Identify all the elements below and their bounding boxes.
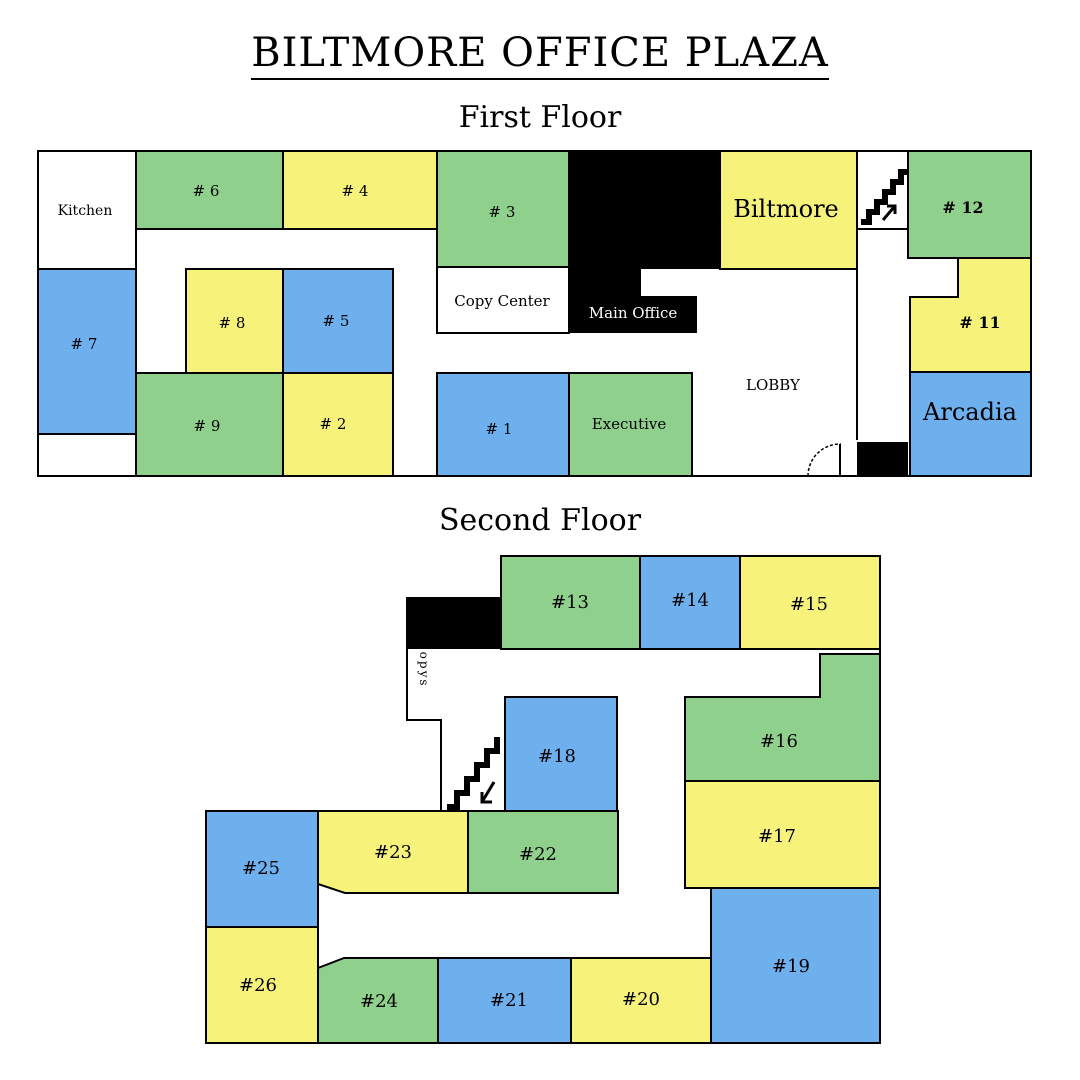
room-15-label: #15 <box>790 594 828 615</box>
room-24-label: #24 <box>360 991 398 1012</box>
room-22[interactable] <box>467 810 619 894</box>
room-copy-center[interactable] <box>436 266 570 334</box>
room-8-label: # 8 <box>219 314 246 332</box>
room-21-label: #21 <box>490 990 528 1011</box>
room-21[interactable] <box>437 957 572 1044</box>
room-16-label: #16 <box>760 731 798 752</box>
room-arcadia[interactable] <box>909 371 1032 477</box>
room-4[interactable] <box>282 150 438 230</box>
room-18[interactable] <box>504 696 618 812</box>
stairs-icon-2 <box>447 737 500 810</box>
room-kitchen-label: Kitchen <box>58 203 113 219</box>
room-13[interactable] <box>500 555 641 650</box>
room-23[interactable] <box>317 810 469 894</box>
room-copys-label: Copys <box>417 640 431 687</box>
room-20[interactable] <box>570 957 712 1044</box>
second-floor-plan: Copys #13 #14 #15 #16 #18 #17 #25 #23 #2… <box>205 555 881 1044</box>
first-floor-heading: First Floor <box>458 100 622 135</box>
room-26-label: #26 <box>239 975 277 996</box>
room-executive[interactable] <box>568 372 693 477</box>
entrance-door-icon <box>807 443 841 477</box>
room-15[interactable] <box>739 555 881 650</box>
storage-block <box>857 442 908 476</box>
room-7-label: # 7 <box>71 335 98 353</box>
room-executive-label: Executive <box>592 415 667 433</box>
room-biltmore[interactable] <box>719 150 858 270</box>
page-title: BILTMORE OFFICE PLAZA <box>0 30 1080 80</box>
room-5[interactable] <box>282 268 394 374</box>
room-5-label: # 5 <box>323 312 350 330</box>
room-13-label: #13 <box>551 592 589 613</box>
room-9-label: # 9 <box>194 417 221 435</box>
room-11-label: # 11 <box>959 313 1000 332</box>
room-4-label: # 4 <box>342 182 369 200</box>
storage-block-2 <box>407 598 501 649</box>
room-22-label: #22 <box>519 844 557 865</box>
room-main-office-label: Main Office <box>589 304 678 322</box>
room-copys[interactable]: Copys <box>406 640 441 721</box>
room-19-label: #19 <box>772 956 810 977</box>
room-25-label: #25 <box>242 858 280 879</box>
room-23-label: #23 <box>374 842 412 863</box>
room-18-label: #18 <box>538 746 576 767</box>
room-8[interactable] <box>185 268 284 374</box>
room-main-office[interactable] <box>569 151 720 333</box>
room-2[interactable] <box>282 372 394 477</box>
room-20-label: #20 <box>622 989 660 1010</box>
room-17-label: #17 <box>758 826 796 847</box>
second-floor-heading: Second Floor <box>438 503 642 538</box>
room-12-label: # 12 <box>942 198 983 217</box>
room-7[interactable] <box>37 268 137 435</box>
room-14-label: #14 <box>671 590 709 611</box>
stairs-icon <box>856 150 909 230</box>
room-26[interactable] <box>205 926 319 1044</box>
room-copy-center-label: Copy Center <box>454 292 550 310</box>
room-1-label: # 1 <box>486 420 513 438</box>
first-floor-plan: Kitchen # 6 # 4 # 3 Main Office Biltmore… <box>37 150 1032 477</box>
room-6[interactable] <box>135 150 284 230</box>
lobby-label: LOBBY <box>746 376 801 394</box>
room-biltmore-label: Biltmore <box>733 195 839 223</box>
room-14[interactable] <box>639 555 741 650</box>
room-17[interactable] <box>684 780 881 889</box>
room-arcadia-label: Arcadia <box>922 398 1017 426</box>
room-2-label: # 2 <box>320 415 347 433</box>
room-3-label: # 3 <box>489 203 516 221</box>
room-6-label: # 6 <box>193 182 220 200</box>
room-19[interactable] <box>710 887 881 1044</box>
